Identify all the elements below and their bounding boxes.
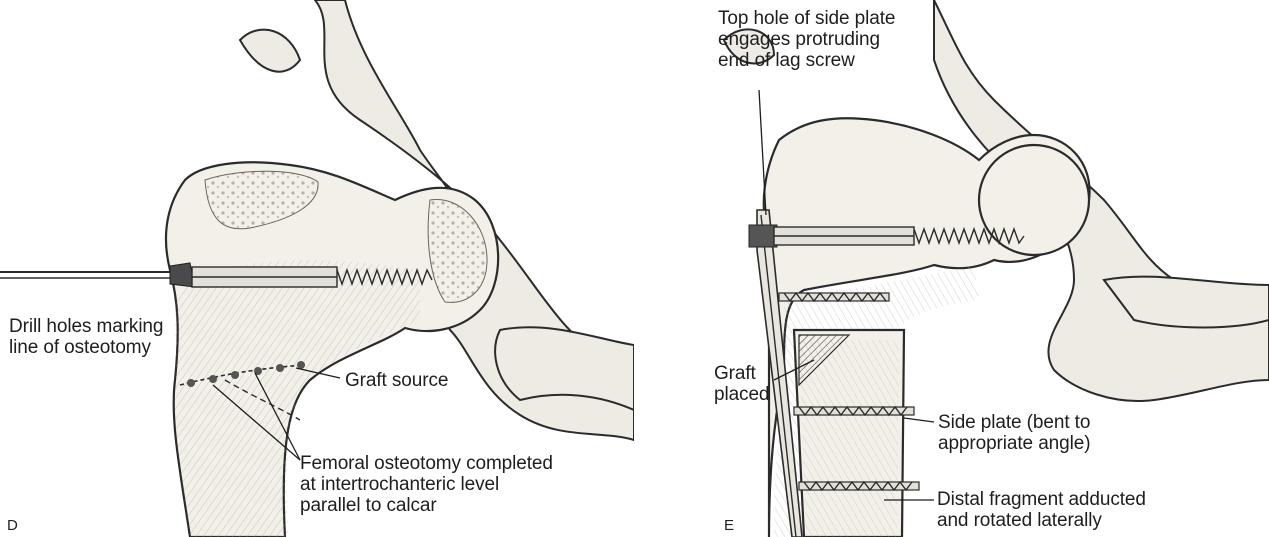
label-side-plate: Side plate (bent to appropriate angle) — [938, 412, 1090, 454]
label-graft-source: Graft source — [345, 370, 448, 391]
panel-e-illustration — [634, 0, 1269, 537]
label-femoral-osteotomy: Femoral osteotomy completed at intertroc… — [300, 453, 553, 516]
label-top-hole: Top hole of side plate engages protrudin… — [718, 8, 895, 71]
label-drill-holes: Drill holes marking line of osteotomy — [9, 316, 163, 358]
panel-e: Top hole of side plate engages protrudin… — [634, 0, 1269, 537]
panel-letter-d: D — [7, 517, 18, 534]
femoral-head-e — [979, 145, 1089, 255]
panel-letter-e: E — [724, 517, 734, 534]
label-graft-placed: Graft placed — [714, 363, 769, 405]
label-distal-fragment: Distal fragment adducted and rotated lat… — [937, 489, 1146, 531]
panel-d: Drill holes marking line of osteotomy Gr… — [0, 0, 634, 537]
